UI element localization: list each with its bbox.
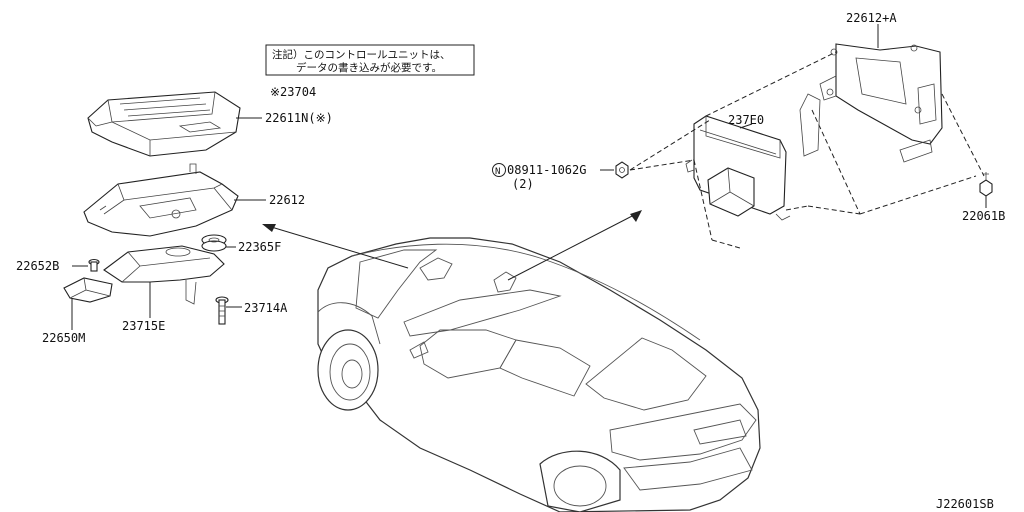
grommet-22365f-drawing [201, 234, 227, 252]
label-08911-qty: (2) [512, 177, 534, 191]
diagram-id: J22601SB [936, 497, 994, 511]
label-22611n: 22611N(※) [265, 111, 333, 125]
bolt-23714a-drawing [215, 296, 229, 325]
label-22365f: 22365F [238, 240, 281, 254]
label-22650m: 22650M [42, 331, 85, 345]
label-22652b: 22652B [16, 259, 59, 273]
bracket-22612-drawing [83, 163, 239, 237]
location-arrow-right [507, 210, 642, 281]
assembly-dashed-lines [629, 51, 985, 249]
label-08911-prefix: N [495, 167, 500, 177]
ecu-22611n-drawing [87, 91, 241, 157]
vehicle-drawing [317, 237, 761, 512]
label-23714a: 23714A [244, 301, 288, 315]
note-line-2: データの書き込みが必要です。 [296, 61, 442, 74]
location-arrow-left [262, 224, 409, 269]
label-22612: 22612 [269, 193, 305, 207]
bracket-22612a-drawing [799, 43, 943, 163]
note-line-1: 注記）このコントロールユニットは、 [272, 48, 451, 61]
ecu-237e0-drawing [685, 115, 791, 221]
label-22061b: 22061B [962, 209, 1005, 223]
label-08911: 08911-1062G [507, 163, 586, 177]
label-22612a: 22612+A [846, 11, 897, 25]
label-23704: ※23704 [270, 85, 316, 99]
clip-22061b-drawing [979, 172, 993, 197]
label-23715e: 23715E [122, 319, 165, 333]
nut-08911-drawing [615, 161, 629, 179]
leader-237e0 [739, 123, 753, 129]
n-mark-icon [492, 163, 506, 177]
label-237e0: 237E0 [728, 113, 764, 127]
clip-22650m-drawing [63, 277, 113, 303]
note-box: 注記）このコントロールユニットは、 データの書き込みが必要です。 [265, 44, 475, 76]
screw-22652b-drawing [88, 258, 100, 272]
bracket-23715e-drawing [103, 245, 225, 305]
